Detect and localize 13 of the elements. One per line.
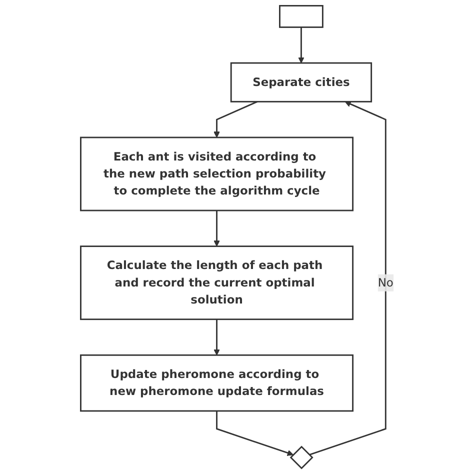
node-box: Each ant is visited according to the new path selection probability to complete the algorithm cycle bbox=[80, 136, 354, 212]
arrow bbox=[308, 101, 386, 456]
edge-label: No bbox=[378, 276, 394, 290]
arrow bbox=[214, 101, 258, 138]
node-box: Calculate the length of each path and record the current optimal solution bbox=[80, 246, 354, 320]
arrow bbox=[214, 319, 220, 356]
arrow bbox=[216, 410, 294, 456]
arrow bbox=[298, 27, 304, 64]
node-box: Separate cities bbox=[230, 62, 372, 102]
node-diamond bbox=[290, 446, 314, 470]
node-box bbox=[278, 5, 324, 28]
node-box: Update pheromone according to new pheromone update formulas bbox=[80, 354, 354, 412]
arrow bbox=[214, 210, 220, 247]
